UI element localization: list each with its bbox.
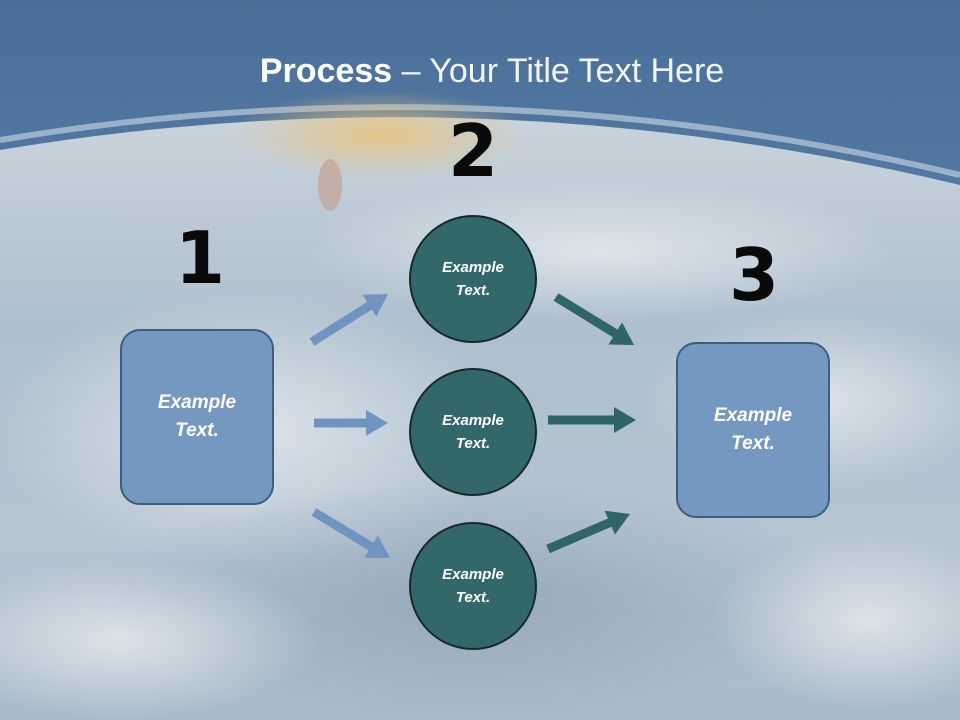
right-box-text: Example Text.	[713, 404, 793, 455]
step-number-2: 2	[447, 109, 499, 193]
step-number-3: 3	[728, 233, 780, 317]
circle-bottom-text: Example Text.	[442, 565, 504, 606]
circle-top-text: Example Text.	[442, 258, 504, 299]
title-rest-text: – Your Title Text Here	[392, 52, 725, 90]
left-box-text: Example Text.	[157, 391, 237, 442]
slide-title: Process – Your Title Text Here	[0, 52, 960, 91]
circle-middle-text: Example Text.	[442, 411, 504, 452]
process-circle-middle: Example Text.	[409, 368, 537, 496]
title-bold-text: Process	[259, 52, 393, 90]
process-circle-top: Example Text.	[409, 215, 537, 343]
process-circle-bottom: Example Text.	[409, 522, 537, 650]
left-process-box: Example Text.	[120, 329, 274, 505]
right-process-box: Example Text.	[676, 342, 830, 518]
step-number-1: 1	[174, 216, 226, 300]
